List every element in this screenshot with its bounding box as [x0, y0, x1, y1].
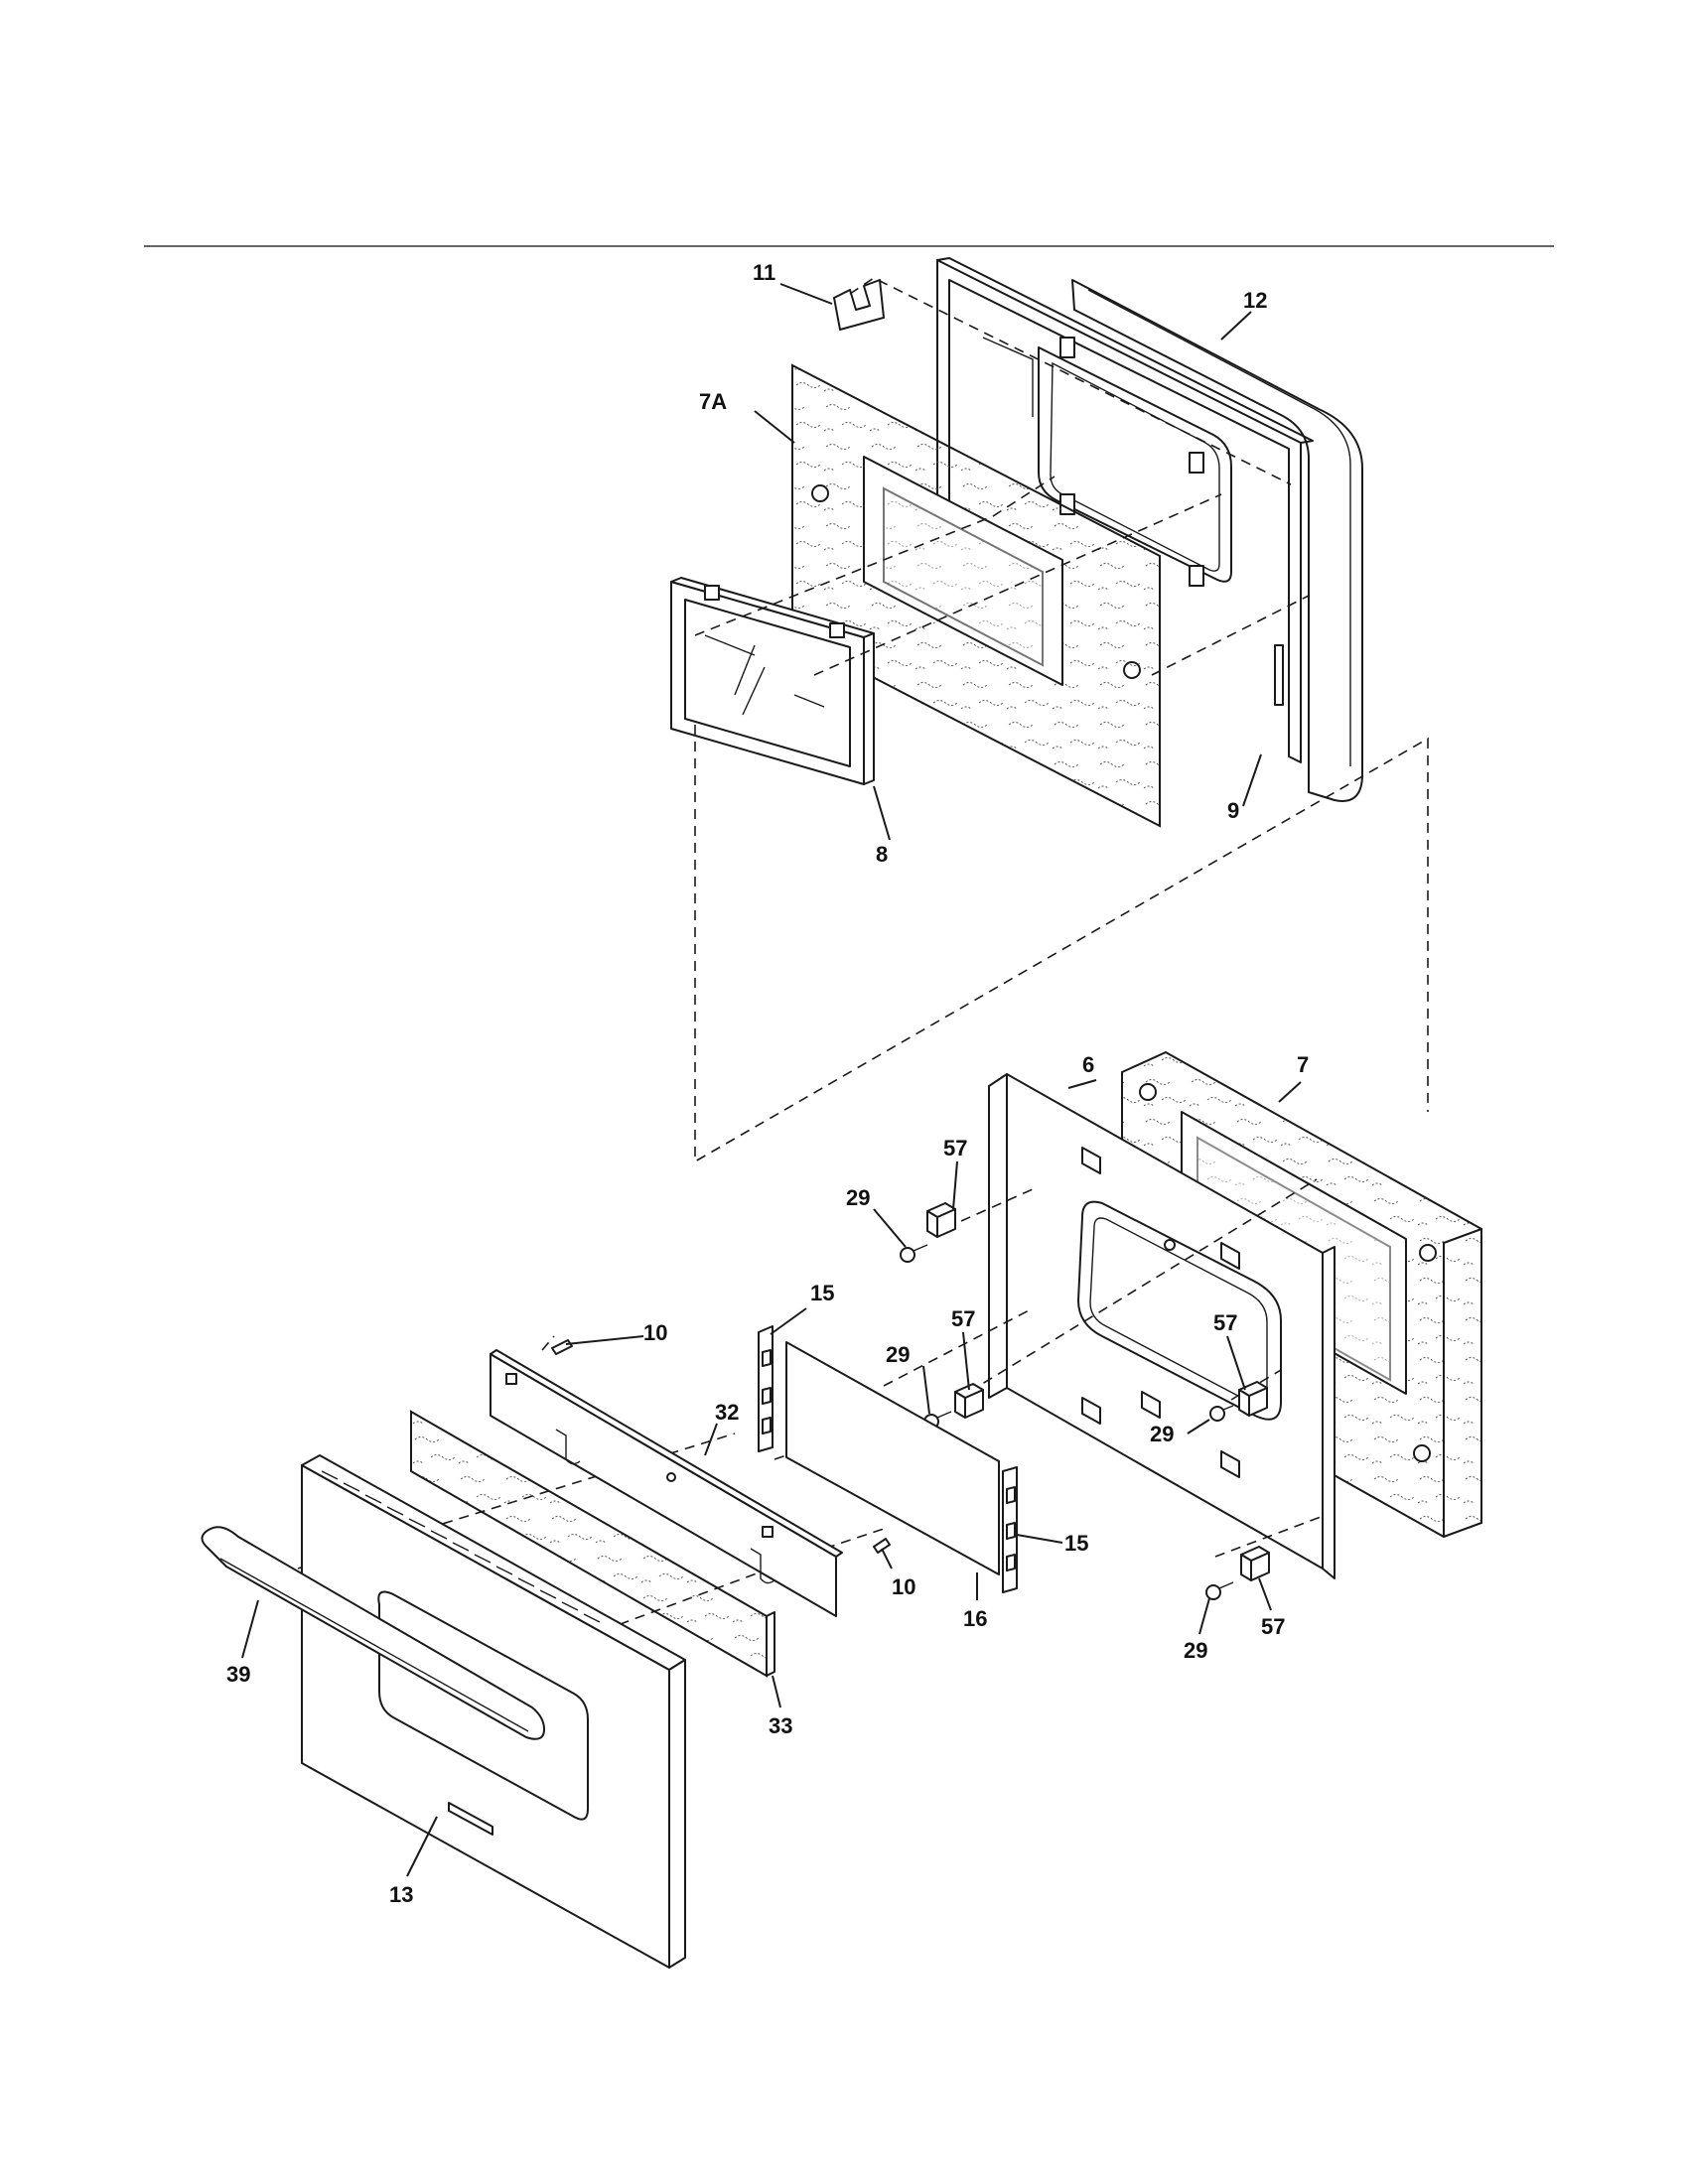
callout-7: 7	[1297, 1052, 1309, 1077]
part-32-door-trim-channel	[490, 1349, 843, 1617]
callout-11: 11	[753, 260, 775, 285]
callout-leaders	[241, 283, 1302, 1877]
callout-29-upper: 29	[846, 1185, 870, 1210]
assembly-guide-box	[694, 725, 1429, 1163]
part-10-screw-lower	[873, 1538, 891, 1554]
part-10-screw-upper	[551, 1339, 573, 1355]
callout-57-right: 57	[1213, 1310, 1237, 1335]
top-assembly-guides	[694, 277, 1310, 676]
callout-12: 12	[1243, 288, 1267, 313]
callout-10-upper: 10	[643, 1320, 667, 1345]
part-57-hinge-receptacle-right	[1238, 1381, 1268, 1417]
callout-10-lower: 10	[892, 1574, 915, 1599]
callout-32: 32	[715, 1400, 739, 1425]
callout-7a: 7A	[699, 389, 727, 414]
callout-57-middle: 57	[951, 1306, 975, 1331]
callout-6: 6	[1082, 1052, 1094, 1077]
part-29-screw-upper	[900, 1244, 928, 1263]
callout-15-left: 15	[810, 1281, 834, 1305]
part-15-glass-bracket-right	[1002, 1466, 1018, 1593]
callout-57-upper: 57	[943, 1136, 967, 1160]
part-16-inner-glass	[785, 1341, 1000, 1575]
part-29-screw-right	[1209, 1405, 1234, 1422]
part-11-clip	[833, 279, 885, 331]
part-57-hinge-receptacle-upper	[926, 1202, 956, 1238]
part-57-hinge-receptacle-middle	[954, 1383, 984, 1419]
part-29-screw-lower	[1205, 1581, 1234, 1600]
callout-29-middle: 29	[886, 1342, 910, 1367]
callout-57-lower: 57	[1261, 1614, 1285, 1639]
callout-16: 16	[963, 1606, 987, 1631]
callout-15-right: 15	[1064, 1531, 1088, 1556]
part-15-glass-bracket-left	[758, 1325, 774, 1452]
part-57-hinge-receptacle-lower	[1240, 1546, 1270, 1581]
part-8-window-glass-pack	[670, 577, 875, 785]
part-6-inner-door-liner	[988, 1073, 1336, 1579]
callout-9: 9	[1227, 798, 1239, 823]
callout-29-right: 29	[1150, 1422, 1174, 1446]
callout-39: 39	[226, 1662, 250, 1687]
callout-13: 13	[389, 1882, 413, 1907]
part-39-door-handle	[201, 1526, 545, 1740]
part-33-door-insulation-strip	[410, 1410, 775, 1678]
part-7a-door-insulation	[791, 363, 1161, 828]
callout-29-lower: 29	[1184, 1638, 1207, 1663]
part-13-outer-door-panel	[301, 1454, 686, 1969]
callout-8: 8	[876, 842, 888, 867]
callout-33: 33	[769, 1713, 792, 1738]
part-12-door-gasket	[1071, 279, 1363, 802]
callout-labels: 11 12 7A 9 8 6 7 57 29 15 57 29 57 29 10…	[226, 260, 1309, 1907]
